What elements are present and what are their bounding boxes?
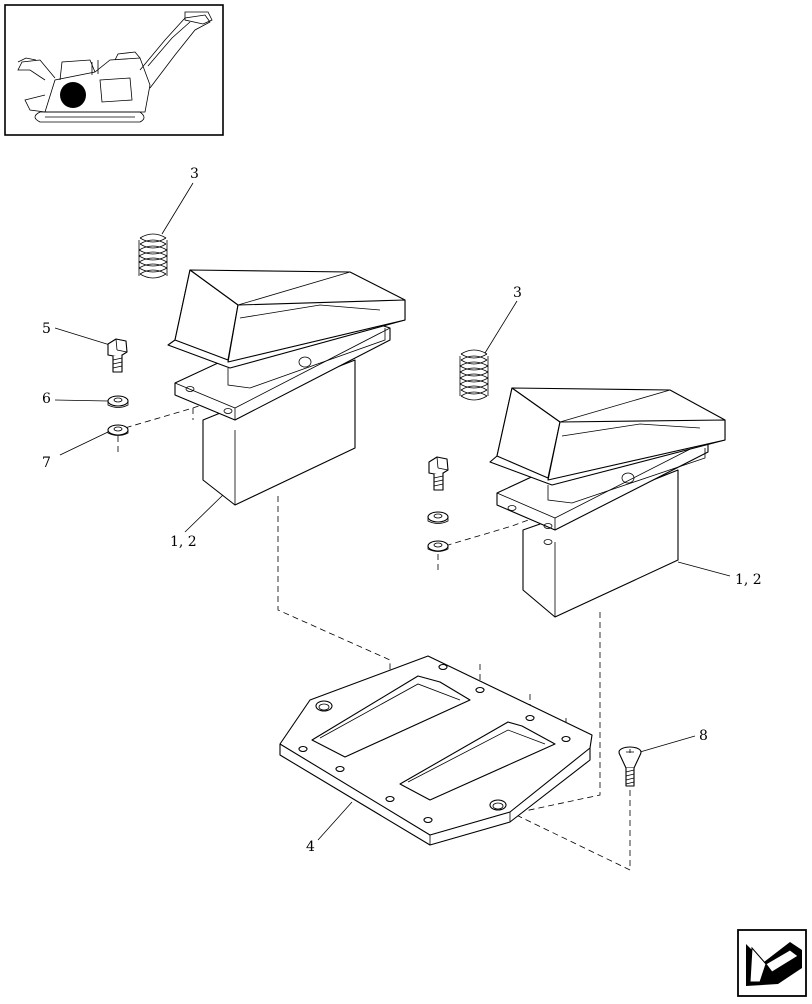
lock-washer-left[interactable] [107, 395, 129, 408]
switch-housing-right[interactable] [489, 387, 726, 618]
flat-washer-left[interactable] [107, 424, 129, 436]
bolt-right[interactable] [428, 456, 449, 491]
callout-6: 6 [42, 391, 51, 407]
callout-1-2-left: 1, 2 [170, 534, 197, 550]
flat-washer-right[interactable] [427, 540, 449, 552]
spring-left[interactable] [138, 233, 168, 279]
callout-3-right: 3 [513, 285, 522, 301]
callout-7: 7 [42, 455, 51, 471]
leader-lines [54, 182, 731, 841]
callout-5: 5 [42, 321, 51, 337]
callout-3-left: 3 [190, 166, 199, 182]
callout-1-2-right: 1, 2 [735, 572, 762, 588]
switch-housing-left[interactable] [167, 269, 406, 506]
harvester-icon [17, 11, 213, 123]
spring-right[interactable] [459, 349, 489, 401]
arrow-navigation-icon[interactable] [737, 929, 807, 997]
countersunk-screw[interactable] [618, 746, 642, 787]
mounting-plate[interactable] [279, 655, 593, 846]
location-marker [60, 82, 86, 108]
lock-washer-right[interactable] [427, 511, 449, 524]
callout-8: 8 [699, 728, 708, 744]
bolt-left[interactable] [107, 338, 128, 373]
callout-4: 4 [306, 839, 315, 855]
locator-thumbnail[interactable] [4, 4, 224, 136]
